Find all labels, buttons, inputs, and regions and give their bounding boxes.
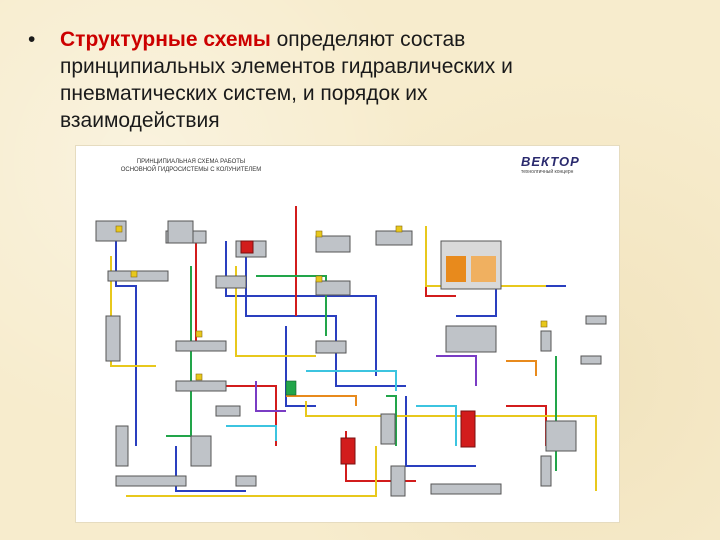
vector-logo: ВЕКТОР технолгичный концерн: [521, 154, 601, 175]
bullet-body: Структурные схемы определяют состав прин…: [60, 26, 688, 134]
logo-name: ВЕКТОР: [521, 154, 580, 169]
bullet-text: • Структурные схемы определяют состав пр…: [28, 26, 688, 134]
diagram-title-line2: основной гидросистемы с колунителем: [120, 167, 262, 173]
diagram-title-line1: Принципиальная схема работы: [136, 159, 246, 165]
diagram-title: Принципиальная схема работы основной гид…: [91, 158, 291, 174]
highlight-term: Структурные схемы: [60, 28, 271, 51]
hydraulic-schematic: Принципиальная схема работы основной гид…: [75, 145, 620, 523]
schematic-lines: [95, 206, 607, 497]
line2: принципиальных элементов гидравлических …: [60, 55, 513, 78]
line4: взаимодействия: [60, 109, 220, 132]
line3: пневматических систем, и порядок их: [60, 82, 428, 105]
logo-subtitle: технолгичный концерн: [521, 169, 574, 175]
line1-rest: определяют состав: [270, 28, 466, 51]
bullet-marker: •: [28, 28, 36, 51]
